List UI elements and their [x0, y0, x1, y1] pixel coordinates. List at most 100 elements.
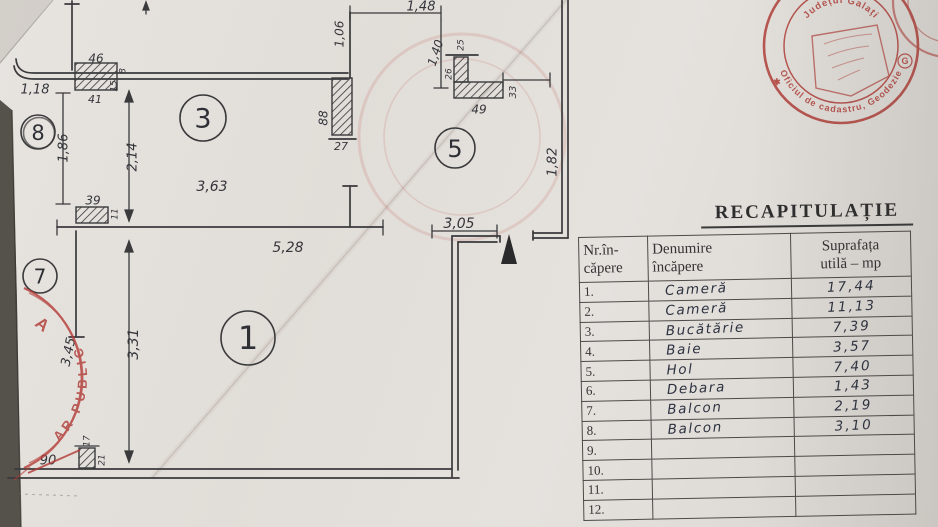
dimension-label: 25	[457, 39, 467, 51]
header-nr-line2: căpere	[583, 260, 623, 277]
fold-crease	[17, 0, 569, 497]
cell-name: Cameră	[648, 298, 792, 321]
cell-area: 1,43	[792, 375, 914, 398]
cell-area: 7,40	[792, 355, 914, 378]
room-label-1: 1	[238, 319, 258, 357]
dimension-label: 27	[334, 140, 348, 153]
dimension-label: 3,31	[126, 328, 142, 359]
cell-area: 11,13	[791, 295, 913, 319]
dimension-label: 41	[88, 93, 102, 106]
dimension-label: 33	[508, 86, 519, 99]
paper-edges	[0, 0, 54, 527]
cell-area: 7,39	[791, 315, 913, 338]
dimension-label: 15	[110, 80, 120, 92]
cell-area	[793, 434, 915, 457]
cell-name: Cameră	[648, 278, 792, 301]
handwritten-area: 7,39	[832, 317, 872, 336]
stamp-letter: A	[32, 313, 53, 336]
handwritten-name: Cameră	[664, 280, 728, 300]
dimension-label: 11	[111, 208, 121, 219]
svg-text:Județul Galați: Județul Galați	[801, 0, 881, 21]
handwritten-name: Balcon	[667, 419, 724, 438]
dimension-label: 5,28	[272, 240, 303, 256]
cell-name: Baie	[649, 337, 793, 361]
cell-name: Balcon	[650, 416, 794, 440]
handwritten-area: 3,10	[834, 416, 874, 435]
stamp-region-text: Județul Galați	[801, 0, 880, 21]
header-denumire-line2: încăpere	[652, 258, 704, 276]
dimension-label: 21	[98, 454, 108, 465]
header-denumire-line1: Denumire	[651, 240, 713, 258]
dimension-label: 1,06	[333, 20, 347, 47]
dimension-label: 1,82	[546, 148, 561, 177]
dimension-label: 8	[119, 68, 129, 74]
cell-name: Balcon	[650, 397, 794, 420]
handwritten-name: Debara	[666, 379, 727, 399]
cell-nr: 11.	[583, 479, 653, 501]
stamp-office-text: Oficiul de cadastru, Geodezie	[778, 68, 903, 114]
room-numbers	[20, 94, 476, 366]
cell-name	[652, 476, 796, 499]
cell-nr: 7.	[581, 399, 651, 422]
walls	[7, 0, 569, 479]
svg-text:Oficiul de cadastru, Geodezie: Oficiul de cadastru, Geodezie	[778, 68, 904, 114]
cell-nr: 4.	[580, 340, 650, 362]
handwritten-name	[656, 453, 668, 454]
cell-nr: 2.	[579, 300, 649, 323]
cell-nr: 9.	[582, 439, 652, 461]
dimension-label: 49	[471, 103, 486, 117]
table-header-row: Nr.în- căpere Denumire încăpere Suprafaț…	[578, 231, 912, 283]
dimension-label: 1,86	[57, 134, 72, 163]
official-stamp-top-right: ROMÂNIA Județul Galați Oficiul de cadast…	[762, 0, 938, 125]
cell-name: Bucătărie	[648, 318, 792, 341]
cell-area	[794, 454, 916, 477]
header-nr: Nr.în- căpere	[578, 236, 649, 283]
dimension-label: 39	[85, 194, 100, 208]
header-suprafata-line2: utilă – mp	[820, 255, 882, 273]
room-label-8: 8	[31, 121, 44, 145]
hatched-wall-blocks	[74, 56, 504, 469]
handwritten-area: 3,57	[833, 337, 872, 356]
handwritten-name	[656, 473, 668, 474]
cell-area	[795, 493, 916, 516]
cell-area: 17,44	[790, 276, 912, 299]
recap-table: Nr.în- căpere Denumire încăpere Suprafaț…	[578, 231, 916, 521]
handwritten-area: 2,19	[834, 397, 873, 415]
dimension-label: 26	[445, 68, 455, 80]
cell-nr: 6.	[581, 380, 651, 402]
entrance-arrow	[501, 234, 517, 264]
cell-nr: 12.	[583, 498, 653, 521]
handwritten-area: 7,40	[833, 357, 873, 376]
dimension-label: 3,05	[443, 216, 474, 232]
dimension-label: 1,40	[425, 38, 447, 68]
handwritten-name: Cameră	[664, 300, 729, 320]
handwritten-name: Baie	[665, 340, 703, 359]
dimension-label: 2,14	[126, 143, 141, 172]
dimension-label: 1,18	[21, 83, 50, 98]
cell-area: 2,19	[793, 394, 914, 417]
header-suprafata: Suprafața utilă – mp	[789, 231, 912, 279]
cell-name	[651, 436, 795, 460]
cell-name	[652, 496, 796, 519]
cell-nr: 10.	[582, 459, 653, 481]
handwritten-name	[657, 512, 669, 513]
dimension-label: 88	[317, 110, 331, 126]
header-suprafata-line1: Suprafața	[821, 237, 880, 255]
cell-area	[794, 474, 916, 497]
coat-of-arms	[811, 24, 890, 97]
stamp-corner-arc	[891, 0, 938, 58]
cell-nr: 1.	[579, 281, 649, 303]
dimension-label: 46	[88, 52, 104, 66]
recap-table-title: RECAPITULAȚIE	[700, 199, 914, 229]
notary-stamp-bottom-left: AR PUBLIC A	[13, 286, 86, 481]
cell-name: Debara	[650, 377, 794, 400]
cell-nr: 8.	[582, 419, 652, 441]
dimension-label: 17	[83, 435, 93, 447]
header-nr-line1: Nr.în-	[583, 242, 619, 259]
dimension-labels: 1,18 46 41 8 15 1,86 2,14 39 11 3,63 5,2…	[21, 0, 561, 469]
handwritten-name: Balcon	[666, 399, 723, 419]
room-label-7: 7	[34, 265, 47, 289]
cell-area: 3,10	[793, 414, 915, 437]
